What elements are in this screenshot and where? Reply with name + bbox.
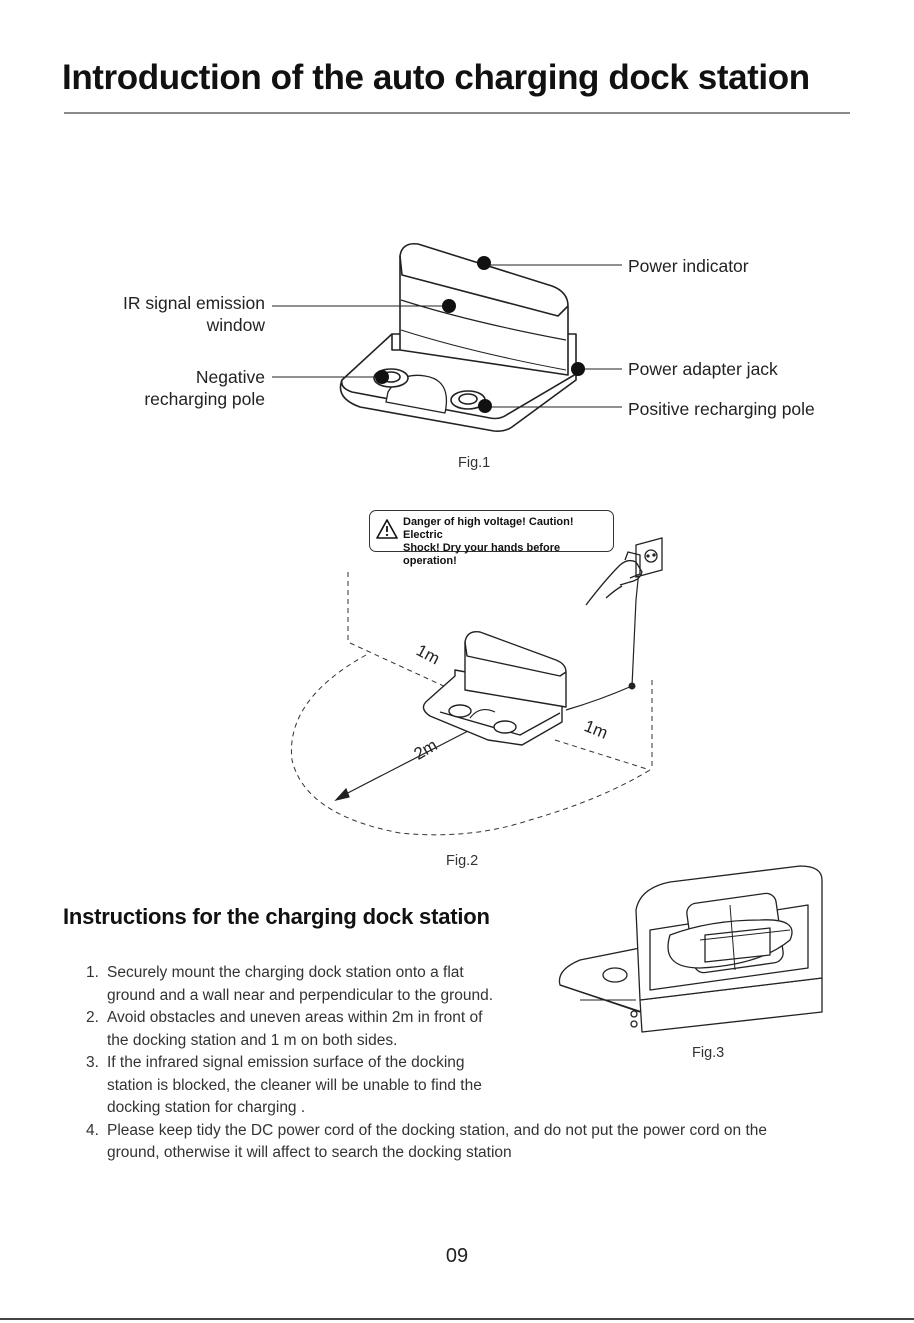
list-item-line: Securely mount the charging dock station… [107, 964, 464, 981]
title-divider [64, 112, 850, 114]
list-item-number: 3. [86, 1054, 99, 1071]
list-item: 3. If the infrared signal emission surfa… [86, 1052, 846, 1120]
label-ir-window-line1: IR signal emission [123, 293, 265, 313]
list-item-line: If the infrared signal emission surface … [107, 1054, 465, 1071]
fig1-dock-illustration [272, 242, 622, 432]
instructions-heading: Instructions for the charging dock stati… [63, 904, 490, 929]
list-item-line: ground and a wall near and perpendicular… [107, 986, 494, 1004]
page-number: 09 [445, 1245, 469, 1267]
list-item-number: 1. [86, 964, 99, 981]
label-power-adapter-jack: Power adapter jack [628, 359, 778, 379]
instructions-list: 1. Securely mount the charging dock stat… [86, 962, 846, 1165]
warning-line1: Danger of high voltage! Caution! Electri… [403, 516, 574, 541]
list-item-line: the docking station and 1 m on both side… [107, 1031, 398, 1049]
warning-text: Danger of high voltage! Caution! Electri… [403, 516, 613, 568]
label-ir-window-line2: window [206, 315, 265, 335]
label-ir-window: IR signal emission window [80, 292, 265, 336]
fig1-caption: Fig.1 [458, 455, 491, 471]
list-item-number: 2. [86, 1009, 99, 1026]
fig3-caption: Fig.3 [692, 1045, 725, 1061]
warning-line2: Shock! Dry your hands before operation! [403, 542, 561, 567]
page-title: Introduction of the auto charging dock s… [62, 58, 810, 97]
label-positive-pole: Positive recharging pole [628, 399, 815, 419]
list-item-line: Avoid obstacles and uneven areas within … [107, 1009, 483, 1026]
high-voltage-warning: Danger of high voltage! Caution! Electri… [369, 510, 614, 567]
bottom-divider [0, 1318, 914, 1320]
label-negative-pole-line2: recharging pole [144, 389, 265, 409]
warning-icon [376, 519, 398, 539]
list-item-line: ground, otherwise it will affect to sear… [107, 1144, 512, 1161]
list-item: 2. Avoid obstacles and uneven areas with… [86, 1007, 846, 1052]
fig2-caption: Fig.2 [446, 853, 479, 869]
list-item-line: Please keep tidy the DC power cord of th… [107, 1121, 768, 1139]
list-item-number: 4. [86, 1121, 99, 1139]
label-negative-pole: Negative recharging pole [80, 366, 265, 410]
list-item: 4. Please keep tidy the DC power cord of… [86, 1120, 846, 1165]
fig2-placement-diagram [290, 537, 663, 836]
label-negative-pole-line1: Negative [195, 367, 265, 387]
list-item-line: docking station for charging . [107, 1099, 306, 1116]
list-item-line: station is blocked, the cleaner will be … [107, 1076, 482, 1094]
list-item: 1. Securely mount the charging dock stat… [86, 962, 846, 1007]
label-power-indicator: Power indicator [628, 256, 749, 276]
fig3-dock-rear-view [558, 865, 823, 1033]
